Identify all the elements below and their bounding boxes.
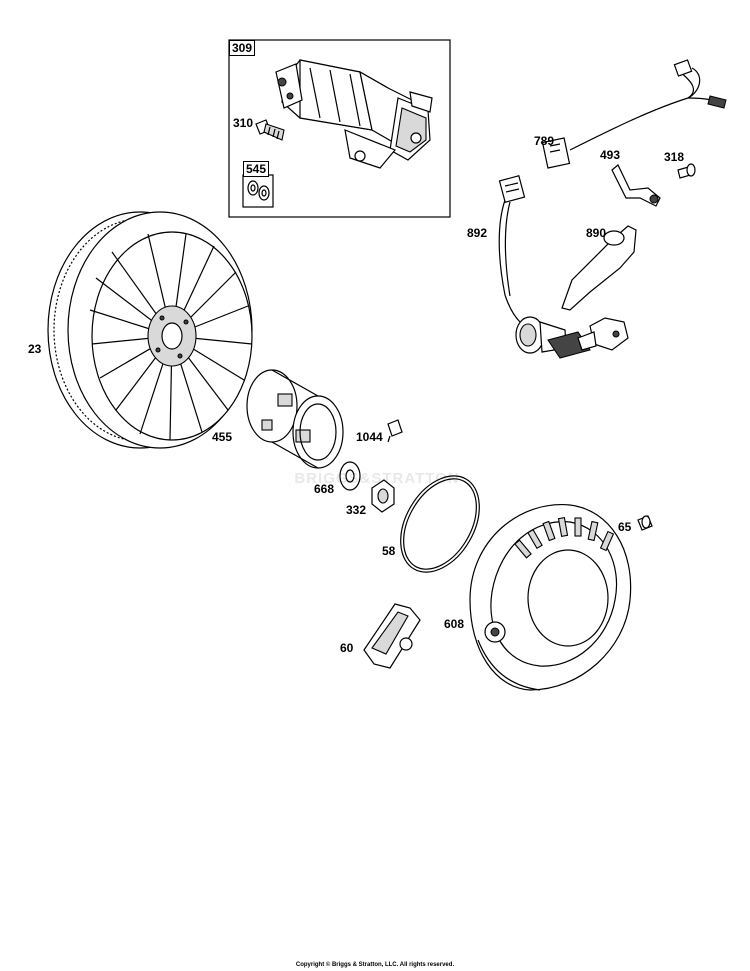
starter-group-box bbox=[228, 39, 451, 218]
callout-668[interactable]: 668 bbox=[314, 482, 335, 496]
screw-65-part[interactable] bbox=[637, 515, 653, 531]
bolt-310-part[interactable] bbox=[255, 119, 285, 141]
starter-motor-part[interactable] bbox=[275, 59, 433, 169]
bracket-493-part[interactable] bbox=[611, 164, 661, 207]
callout-789[interactable]: 789 bbox=[534, 134, 555, 148]
panel-bracket-890-part[interactable] bbox=[561, 225, 637, 311]
rope-ring-58-part[interactable] bbox=[385, 462, 496, 586]
callout-455[interactable]: 455 bbox=[212, 430, 233, 444]
key-switch-harness-part[interactable] bbox=[498, 175, 629, 359]
callout-890[interactable]: 890 bbox=[586, 226, 607, 240]
callout-608[interactable]: 608 bbox=[444, 617, 465, 631]
screw-318-part[interactable] bbox=[677, 163, 696, 179]
washer-668-part[interactable] bbox=[339, 461, 361, 491]
flywheel-part[interactable] bbox=[47, 211, 253, 449]
starter-handle-60-part[interactable] bbox=[363, 603, 421, 669]
washer-545-part[interactable] bbox=[247, 180, 270, 201]
callout-545[interactable]: 545 bbox=[243, 161, 270, 177]
callout-310[interactable]: 310 bbox=[233, 116, 254, 130]
callout-1044[interactable]: 1044 bbox=[356, 430, 383, 444]
callout-65[interactable]: 65 bbox=[618, 520, 632, 534]
watermark-text: BRIGGS&STRATTON bbox=[294, 470, 460, 487]
callout-493[interactable]: 493 bbox=[600, 148, 621, 162]
nut-332-part[interactable] bbox=[371, 479, 395, 513]
copyright-notice: Copyright © Briggs & Stratton, LLC. All … bbox=[295, 962, 455, 968]
callout-332[interactable]: 332 bbox=[346, 503, 367, 517]
callout-309[interactable]: 309 bbox=[229, 40, 256, 56]
callout-60[interactable]: 60 bbox=[340, 641, 354, 655]
bolt-1044-part[interactable] bbox=[387, 419, 403, 443]
rewind-starter-608-part[interactable] bbox=[469, 504, 632, 691]
starter-cup-455-part[interactable] bbox=[246, 369, 344, 469]
wiring-harness-part[interactable] bbox=[541, 59, 727, 169]
callout-892[interactable]: 892 bbox=[467, 226, 488, 240]
callout-58[interactable]: 58 bbox=[382, 544, 396, 558]
callout-318[interactable]: 318 bbox=[664, 150, 685, 164]
callout-23[interactable]: 23 bbox=[28, 342, 42, 356]
